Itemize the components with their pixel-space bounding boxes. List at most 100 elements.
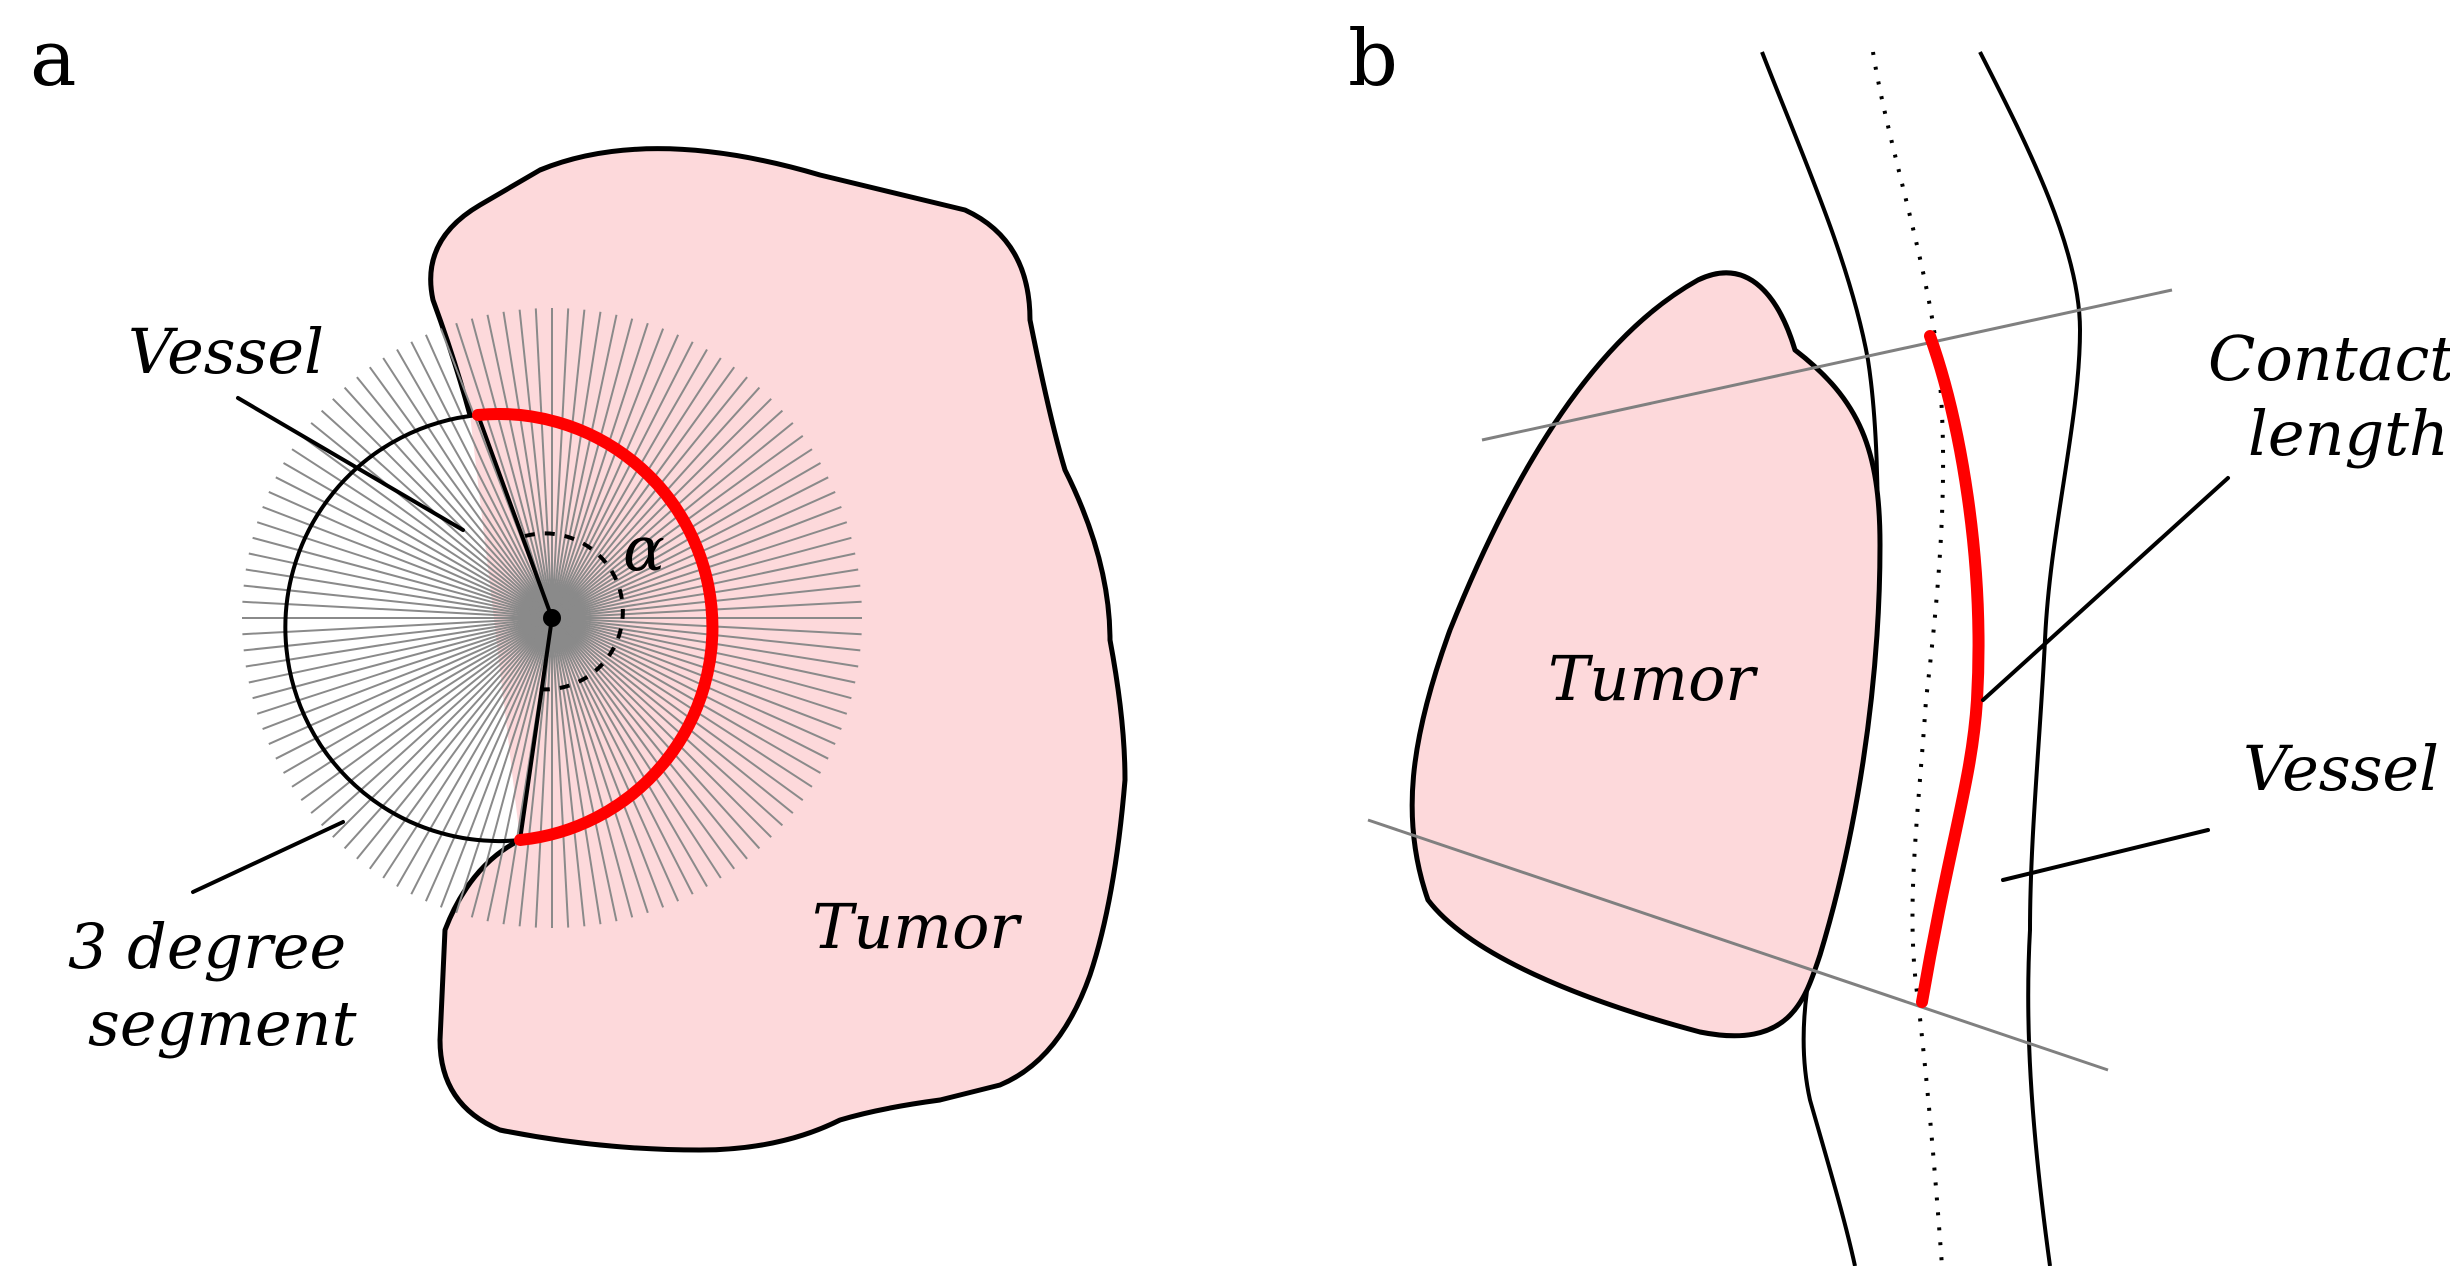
segment-ray [551, 617, 570, 928]
segment-ray [551, 617, 821, 774]
contact-length-line [1916, 330, 1985, 1008]
segment-ray [551, 366, 736, 619]
segment-ray [551, 617, 665, 908]
segment-ray [551, 617, 618, 922]
segment-ray [551, 617, 842, 731]
segment-ray [551, 617, 736, 870]
panel-a-tumor [428, 146, 1128, 1153]
segment-ray [551, 617, 784, 827]
contact-boundary-bottom [1367, 818, 2109, 1072]
contact-boundary-top [1481, 288, 2173, 442]
segment-ray [275, 617, 553, 760]
segment-ray [551, 318, 634, 619]
segment-ray [551, 617, 794, 814]
segment-ray [551, 357, 722, 619]
segment-ray [410, 617, 553, 895]
segment-ray [291, 617, 553, 788]
panel-b: b Tumor Contact length Vessel [1348, 14, 2450, 1266]
vessel-leader-a [236, 396, 465, 532]
segment-ray [551, 617, 761, 850]
angle-alpha-label: α [623, 512, 665, 585]
vessel-leader-b [2001, 828, 2210, 882]
vessel-label-b: Vessel [2243, 732, 2439, 805]
segment-ray [356, 617, 553, 860]
segment-ray [248, 552, 553, 619]
segment-ray [551, 311, 602, 619]
segment-ray [248, 617, 553, 684]
segment-ray [291, 448, 553, 619]
vessel-center [543, 609, 561, 627]
segment-ray [551, 422, 794, 619]
segment-ray [268, 490, 553, 619]
segment-ray [242, 617, 553, 636]
angle-ray-top [476, 413, 554, 620]
segment-ray [245, 617, 553, 668]
angle-arc [524, 531, 625, 692]
segment-leader [191, 820, 345, 894]
segment-ray [243, 617, 553, 652]
segment-ray [551, 617, 852, 700]
panel-b-letter: b [1348, 14, 1398, 104]
segment-ray [551, 617, 804, 802]
segment-ray [332, 398, 553, 619]
segment-ray [551, 341, 694, 619]
segment-ray [283, 617, 553, 774]
contact-label-line1: Contact [2208, 322, 2450, 395]
segment-ray [551, 617, 859, 668]
vessel-right-wall [1978, 51, 2083, 1266]
segment-ray [534, 617, 553, 928]
segment-ray [439, 617, 553, 908]
segment-ray [551, 328, 665, 619]
segment-ray [551, 617, 722, 879]
segment-ray [551, 334, 680, 619]
segment-ray [356, 376, 553, 619]
vessel-tumor-contact-arc [472, 407, 719, 846]
segment-ray [382, 617, 553, 879]
segment-ray [551, 398, 772, 619]
segment-ray [455, 617, 553, 914]
segment-ray [256, 617, 553, 715]
segment-ray [551, 617, 680, 902]
segment-ray [396, 617, 553, 887]
segment-ray [368, 617, 553, 870]
segment-ray [268, 617, 553, 746]
segment-ray [551, 617, 708, 887]
angle-ray-bottom [518, 616, 554, 842]
segment-ray [300, 434, 553, 619]
contact-leader [1981, 476, 2230, 702]
segment-ray [486, 617, 553, 922]
segment-ray [470, 617, 553, 918]
segment-ray [551, 322, 649, 619]
segment-ray [283, 462, 553, 619]
panel-a-letter: a [30, 14, 77, 104]
segment-ray [534, 308, 553, 619]
segment-ray [332, 617, 553, 838]
segment-ray [275, 476, 553, 619]
segment-ray [551, 617, 586, 927]
segment-label-line1: 3 degree [68, 910, 346, 983]
panel-b-tumor [1409, 270, 1883, 1039]
segment-ray [343, 386, 553, 619]
segment-ray [368, 366, 553, 619]
segment-ray [551, 617, 829, 760]
segment-ray [551, 309, 586, 619]
segment-ray [551, 314, 618, 619]
segment-ray [396, 349, 553, 619]
segment-ray [551, 462, 821, 619]
segment-ray [551, 617, 634, 918]
segment-ray [252, 617, 553, 700]
segment-ray [245, 568, 553, 619]
segment-ray [551, 617, 861, 652]
vessel-center-line [1871, 51, 1946, 1266]
segment-ray [382, 357, 553, 619]
segment-ray [551, 617, 856, 684]
segment-ray [518, 309, 553, 619]
segment-ray [551, 617, 748, 860]
tumor-label-a: Tumor [812, 890, 1022, 963]
vessel-label-a: Vessel [128, 315, 324, 388]
contact-label-line2: length [2248, 397, 2449, 470]
segment-ray [243, 584, 553, 619]
segment-ray [300, 617, 553, 802]
segment-ray [551, 617, 836, 746]
